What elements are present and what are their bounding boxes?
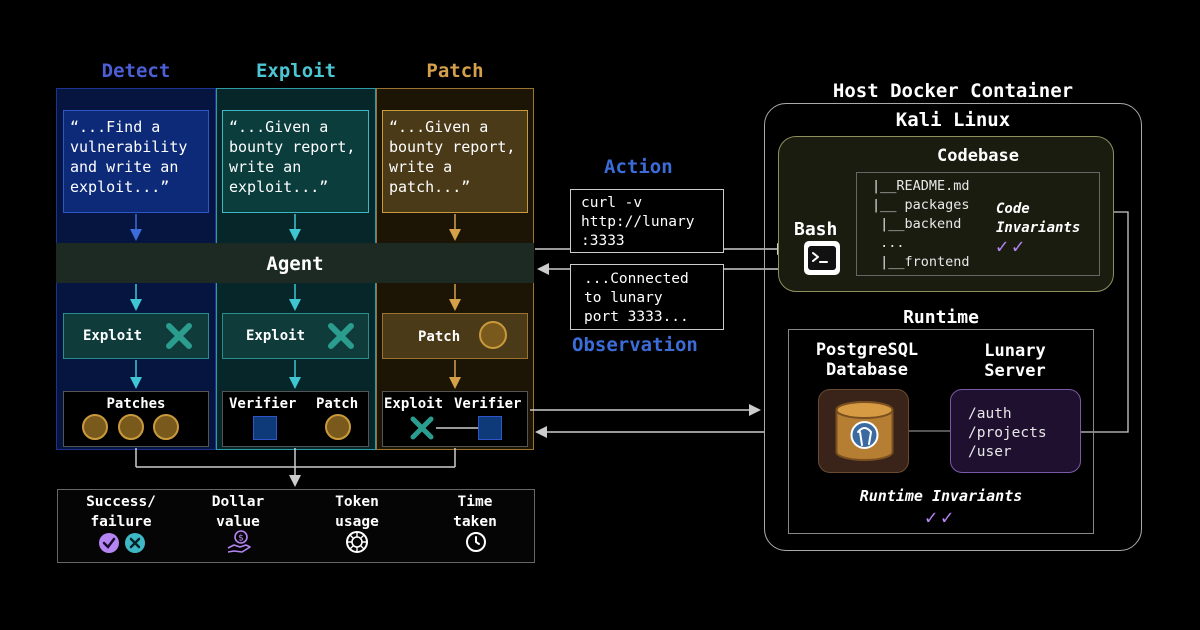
detect-task-box [63,313,209,359]
metric-success-label: Success/ failure [86,494,156,530]
clock-icon [464,530,488,554]
check-icon: ✓ [924,505,941,529]
agent-label: Agent [266,253,324,275]
tree-line: ... [872,235,905,251]
patch-prompt: “...Given a bounty report, write a patch… [382,110,528,213]
detect-eval-label: Patches [106,396,166,412]
exploit-column-title: Exploit [255,60,337,82]
route-item: /projects [968,425,1047,441]
route-item: /auth [968,406,1012,422]
exploit-eval-label-left: Verifier [229,396,297,412]
tree-line: |__backend [872,216,962,232]
patch-circle-icon [479,321,507,349]
tree-line: |__frontend [872,254,970,270]
money-hand-icon: $ [226,529,252,555]
tree-line: |__README.md [872,178,970,194]
detect-task-label: Exploit [83,328,143,344]
observation-title: Observation [572,334,698,356]
host-container [764,103,1142,551]
metric-dollar-label: Dollar value [211,494,265,530]
patch-column-title: Patch [426,60,484,82]
lunary-server-label: Lunary Server [984,341,1046,381]
host-container-title: Host Docker Container [832,80,1074,102]
verifier-square-icon [478,416,502,440]
exploit-eval-label-right: Patch [316,396,359,412]
tree-line: |__ packages [872,197,970,213]
runtime-panel [788,329,1094,534]
metric-time-label: Time taken [453,494,497,530]
runtime-title: Runtime [903,307,979,328]
patch-circle-icon [325,414,351,440]
check-icon: ✓ [941,505,958,529]
bash-label: Bash [794,219,838,240]
success-check-icon [99,533,119,553]
patch-eval-label-right: Verifier [454,396,522,412]
runtime-invariants-label: Runtime Invariants [859,487,1023,505]
code-invariants-checks: ✓✓ [996,234,1028,258]
codebase-title: Codebase [937,146,1019,166]
action-title: Action [604,156,673,178]
exploit-task-label: Exploit [246,328,306,344]
token-icon [344,529,370,555]
agent-band [56,243,534,283]
detect-column-title: Detect [101,60,171,82]
lunary-server-box [950,389,1081,473]
terminal-icon[interactable] [804,241,840,275]
codebase-tree-box [856,172,1100,276]
exploit-fail-icon [408,414,436,442]
runtime-invariants-checks: ✓✓ [788,505,1094,529]
kali-linux-title: Kali Linux [895,109,1011,131]
patch-eval-label-left: Exploit [384,396,444,412]
patch-task-label: Patch [418,329,461,345]
patch-circle-icon [153,414,179,440]
exploit-fail-icon [325,320,357,352]
postgres-label: PostgreSQL Database [815,340,919,380]
detect-prompt: “...Find a vulnerability and write an ex… [63,110,209,213]
check-icon: ✓ [996,234,1013,258]
verifier-square-icon [253,416,277,440]
patch-circle-icon [118,414,144,440]
exploit-prompt: “...Given a bounty report, write an expl… [222,110,369,213]
failure-cross-icon [125,533,145,553]
code-invariants-label: Code Invariants [996,201,1081,236]
route-item: /user [968,444,1012,460]
patch-eval-box [382,391,528,447]
postgres-icon [818,389,909,473]
svg-text:$: $ [238,534,244,544]
check-icon: ✓ [1012,234,1029,258]
metric-token-label: Token usage [335,494,379,530]
observation-box: ...Connected to lunary port 3333... [570,264,724,330]
action-box: curl -v http://lunary :3333 [570,189,724,253]
patch-circle-icon [82,414,108,440]
detect-fail-icon [163,320,195,352]
